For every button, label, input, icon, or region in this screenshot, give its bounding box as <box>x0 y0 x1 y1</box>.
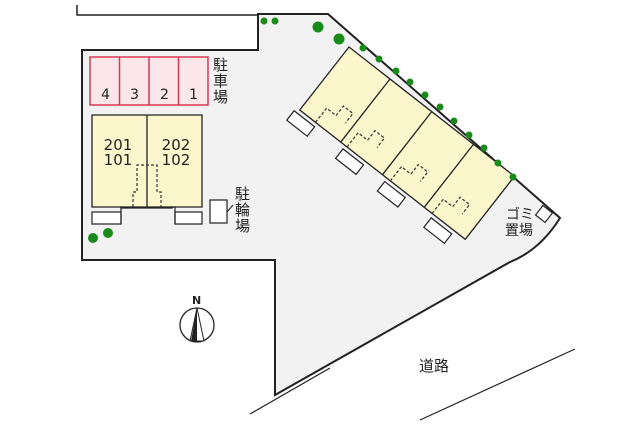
road-edge-line <box>249 367 331 415</box>
compass-north-label: N <box>192 294 202 307</box>
unit-label-202: 202 <box>161 136 191 154</box>
parking-space-1: 1 <box>189 87 198 103</box>
garbage-label-bottom: 置場 <box>505 223 533 239</box>
parking-area <box>89 56 209 106</box>
compass-icon <box>179 307 215 343</box>
parking-space-4: 4 <box>101 87 110 103</box>
trees <box>88 17 517 243</box>
unit-label-102: 102 <box>161 151 191 169</box>
parking-label: 駐車場 <box>211 57 229 105</box>
unit-label-101: 101 <box>103 151 133 169</box>
building-left <box>91 114 203 225</box>
boundary-line-top <box>76 5 258 16</box>
building-right <box>285 46 516 245</box>
road-label: 道路 <box>419 357 450 375</box>
bicycle-parking-box <box>209 199 228 224</box>
unit-label-201: 201 <box>103 136 133 154</box>
parking-space-2: 2 <box>160 87 169 103</box>
parking-space-3: 3 <box>130 87 139 103</box>
lot-outline <box>81 13 562 397</box>
bicycle-parking-label: 駐輪場 <box>233 186 251 234</box>
garbage-box <box>534 204 554 224</box>
road-edge-line <box>419 348 576 421</box>
garbage-label-top: ゴミ <box>506 207 534 223</box>
